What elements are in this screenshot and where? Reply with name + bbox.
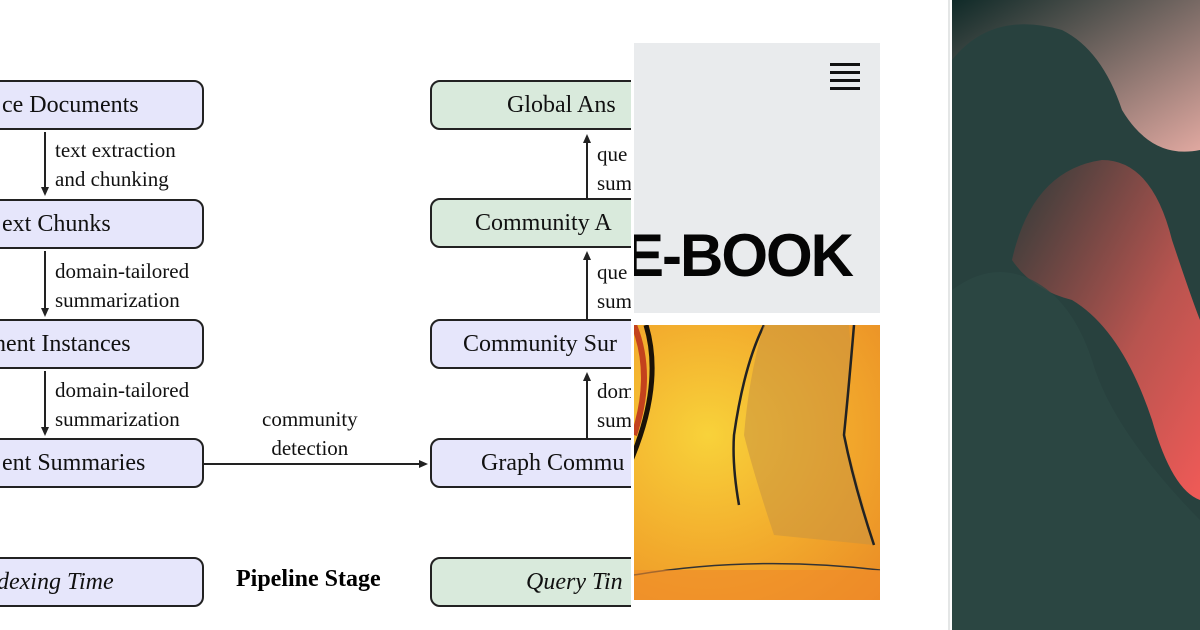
query-time-box: Query Tin [430,557,631,607]
arrow-up-icon [583,372,591,381]
arrow-up-icon [583,134,591,143]
arrow-down-icon [41,427,49,436]
painting-strokes [634,325,880,600]
indexing-time-box: dexing Time [0,557,204,607]
ebook-cover: E-BOOK [634,43,880,313]
global-answer-box: Global Ans [430,80,631,130]
box-label: Community A [475,210,612,236]
community-summaries-box: Community Sur [430,319,631,369]
arrow-down-icon [41,187,49,196]
text-chunks-box: ext Chunks [0,199,204,249]
box-label: Graph Commu [481,450,625,476]
arrow-down-icon [41,308,49,317]
arrow-up-icon [583,251,591,260]
graph-communities-box: Graph Commu [430,438,631,488]
watercolor-painting [634,325,880,600]
source-documents-box: ce Documents [0,80,204,130]
divider [948,0,950,630]
box-label: ext Chunks [2,211,111,237]
box-label: ent Summaries [2,450,146,476]
element-summaries-box: ent Summaries [0,438,204,488]
box-label: Global Ans [507,92,616,118]
arrow-right-icon [419,460,428,468]
box-label: dexing Time [0,569,114,595]
community-answers-box: Community A [430,198,631,248]
box-label: Community Sur [463,331,618,357]
ebook-title: E-BOOK [634,222,854,289]
box-label: nent Instances [0,331,131,357]
hamburger-menu-icon[interactable] [830,63,860,95]
box-label: ce Documents [2,92,139,118]
box-label: Query Tin [526,569,623,595]
abstract-wallpaper [952,0,1200,630]
element-instances-box: nent Instances [0,319,204,369]
abstract-waves [952,0,1200,630]
pipeline-stage-label: Pipeline Stage [236,566,381,592]
graphrag-pipeline-diagram: ce Documents ext Chunks nent Instances e… [0,80,631,607]
